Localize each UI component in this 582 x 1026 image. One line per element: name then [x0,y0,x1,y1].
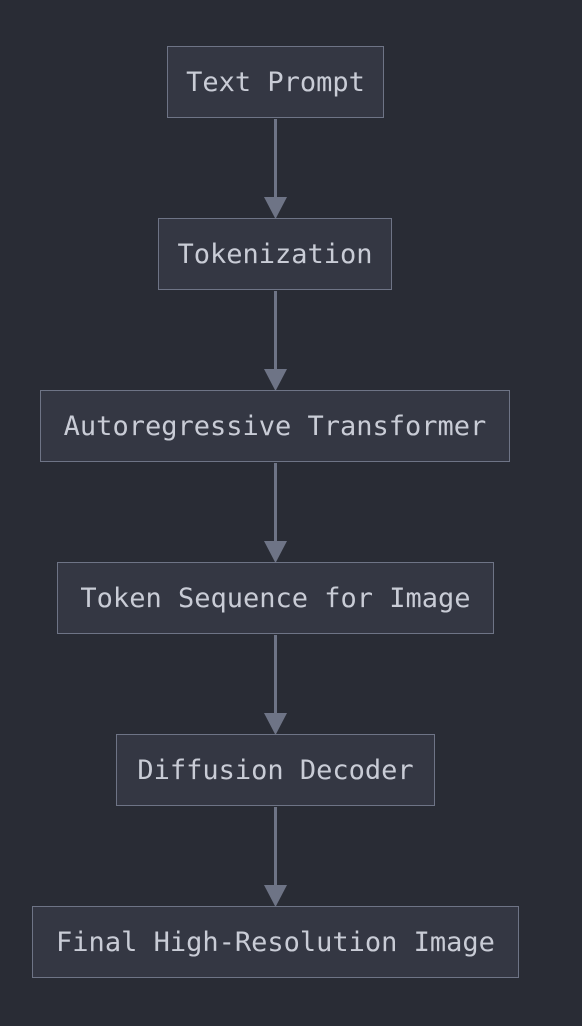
node-token-sequence: Token Sequence for Image [57,562,494,634]
edge-autoregressive-transformer-to-token-sequence [264,463,287,563]
node-label: Text Prompt [186,66,365,98]
edge-tokenization-to-autoregressive-transformer [264,291,287,391]
node-label: Autoregressive Transformer [63,410,487,442]
edge-diffusion-decoder-to-final-image [264,807,287,907]
node-label: Token Sequence for Image [80,582,471,614]
node-label: Tokenization [177,238,373,270]
node-final-image: Final High-Resolution Image [32,906,519,978]
edge-token-sequence-to-diffusion-decoder [264,635,287,735]
node-autoregressive-transformer: Autoregressive Transformer [40,390,510,462]
node-label: Final High-Resolution Image [56,926,495,958]
node-tokenization: Tokenization [158,218,392,290]
node-diffusion-decoder: Diffusion Decoder [116,734,435,806]
node-label: Diffusion Decoder [137,754,414,786]
node-text-prompt: Text Prompt [167,46,384,118]
edge-text-prompt-to-tokenization [264,119,287,219]
